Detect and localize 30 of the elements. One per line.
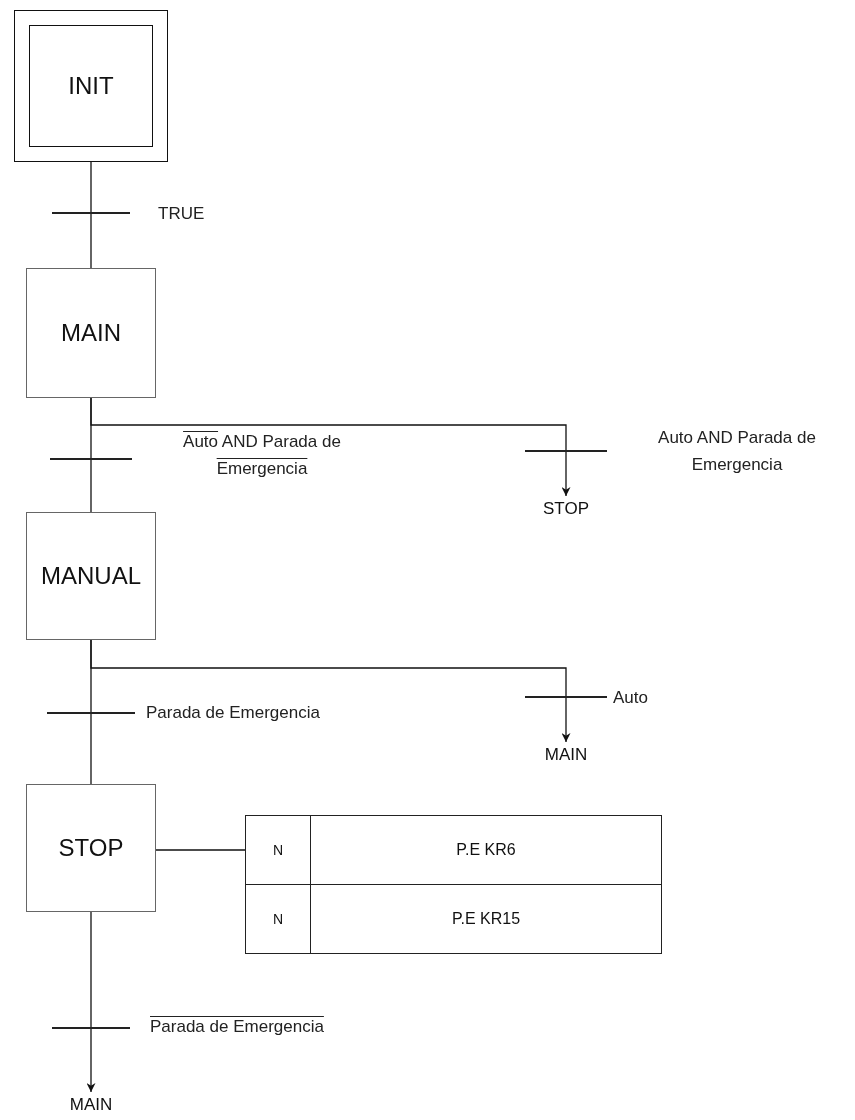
initial-step-outer-box (14, 10, 168, 162)
action-label: P.E KR6 (455, 841, 517, 859)
action-row (245, 884, 662, 954)
step-label: INIT (29, 25, 153, 147)
transition-condition: Auto AND Parada de Emergencia (182, 431, 342, 480)
arrow (561, 697, 571, 743)
arrow (561, 451, 571, 497)
step-reference-label: MAIN (69, 1095, 113, 1115)
connector-line (90, 639, 567, 697)
step-reference-label: STOP (543, 499, 589, 519)
action-row (245, 815, 662, 885)
transition-condition: TRUE (158, 203, 206, 225)
connector-line (90, 397, 567, 451)
connector-line (155, 849, 246, 851)
transition-condition: Parada de Emergencia (150, 1016, 325, 1038)
step-box: MAIN (26, 268, 156, 398)
arrow (86, 1028, 96, 1093)
action-qualifier: N (246, 885, 311, 953)
connector-line (90, 911, 92, 1028)
connector-line (90, 161, 92, 213)
transition-condition: Parada de Emergencia (146, 702, 321, 724)
connector-line (90, 213, 92, 269)
connector-line (90, 459, 92, 513)
step-box: MANUAL (26, 512, 156, 640)
step-reference-label: MAIN (544, 745, 588, 765)
connector-line (90, 713, 92, 785)
step-box: STOP (26, 784, 156, 912)
transition-condition: Auto (613, 687, 649, 709)
action-label: P.E KR15 (450, 910, 522, 928)
transition-condition: Auto AND Parada de Emergencia (657, 427, 817, 476)
